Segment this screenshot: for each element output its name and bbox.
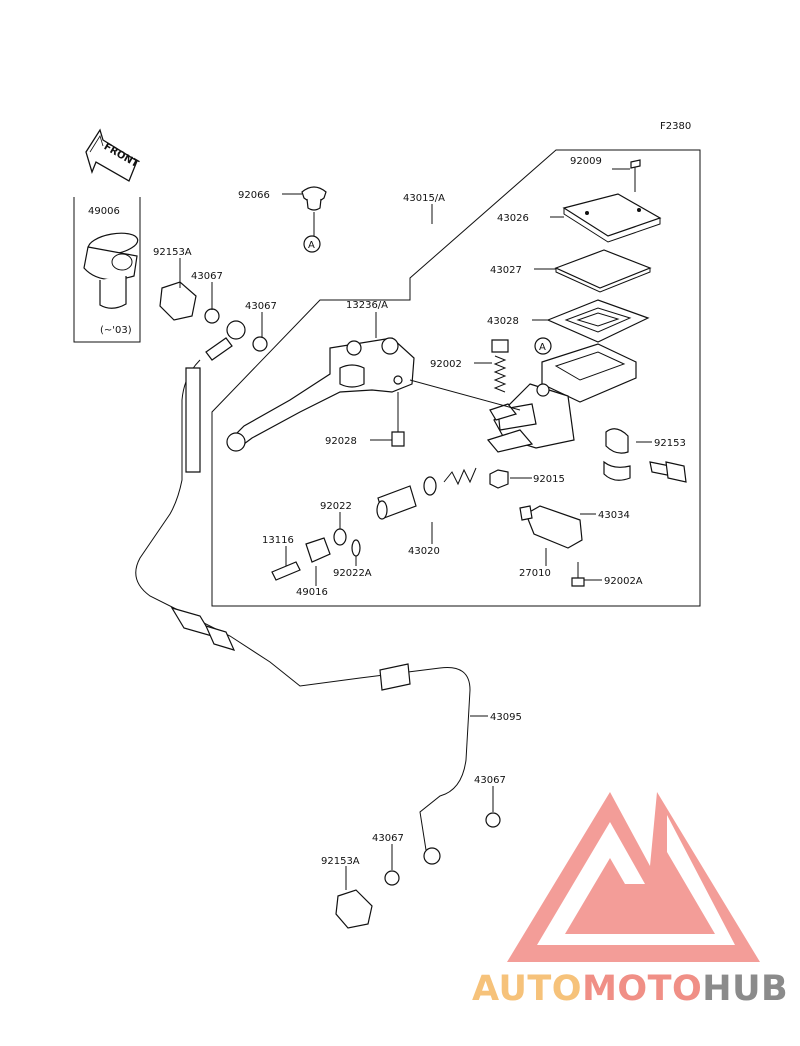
pivot-bolt — [491, 339, 509, 353]
piston-kit — [376, 467, 477, 520]
watermark-triangle-icon — [507, 792, 760, 962]
banjo-bolt-top — [159, 281, 197, 321]
nut — [489, 469, 509, 489]
part-label-92002: 92002 — [430, 359, 462, 370]
watermark-part-hub: HUB — [702, 969, 788, 1009]
watermark-part-auto: AUTO — [472, 969, 582, 1009]
push-rod-boot — [305, 537, 331, 563]
part-label-92028: 92028 — [325, 436, 357, 447]
part-label-43034: 43034 — [598, 510, 630, 521]
part-label-92022: 92022 — [320, 501, 352, 512]
part-label-43015a: 43015/A — [403, 193, 445, 204]
part-label-43028: 43028 — [487, 316, 519, 327]
part-label-92153: 92153 — [654, 438, 686, 449]
part-label-13236a: 13236/A — [346, 300, 388, 311]
part-label-13116: 13116 — [262, 535, 294, 546]
part-label-92022a: 92022A — [333, 568, 372, 579]
part-label-92009: 92009 — [570, 156, 602, 167]
part-labels: 92009 92066 43015/A 49006 43026 92153A 4… — [88, 156, 686, 867]
note-label: (~'03) — [100, 325, 132, 336]
part-label-43026: 43026 — [497, 213, 529, 224]
reservoir-cap — [562, 193, 662, 237]
part-label-43095: 43095 — [490, 712, 522, 723]
clutch-lever — [226, 337, 415, 452]
banjo-bolt-bottom — [335, 889, 373, 929]
part-label-92015: 92015 — [533, 474, 565, 485]
crush-washer — [204, 308, 220, 324]
part-label-92153a: 92153A — [153, 247, 192, 258]
part-label-43067: 43067 — [245, 301, 277, 312]
inset-box: (~'03) — [73, 197, 141, 343]
diaphragm-plate — [554, 249, 652, 289]
front-arrow: FRONT — [85, 128, 140, 182]
part-label-43020: 43020 — [408, 546, 440, 557]
cap-part: A — [301, 186, 327, 253]
assembly-frame — [211, 149, 701, 607]
washer — [333, 528, 347, 546]
part-label-92002a: 92002A — [604, 576, 643, 587]
push-rod — [271, 561, 301, 581]
part-label-43067: 43067 — [191, 271, 223, 282]
leader-lines — [179, 168, 652, 890]
part-label-49006: 49006 — [88, 206, 120, 217]
part-label-92066: 92066 — [238, 190, 270, 201]
watermark-text: AUTOMOTOHUB — [472, 969, 788, 1009]
part-label-49016: 49016 — [296, 587, 328, 598]
part-label-43027: 43027 — [490, 265, 522, 276]
clutch-switch — [519, 505, 583, 549]
screw-part — [630, 159, 641, 192]
clutch-hose — [135, 320, 471, 865]
figure-code: F2380 — [660, 121, 691, 132]
bushing — [391, 431, 405, 447]
diaphragm — [546, 299, 650, 343]
part-label-43067: 43067 — [474, 775, 506, 786]
part-label-92153a: 92153A — [321, 856, 360, 867]
watermark-part-moto: MOTO — [582, 969, 702, 1009]
ref-mark-b: A — [539, 342, 546, 353]
part-label-43067: 43067 — [372, 833, 404, 844]
ref-mark-a: A — [308, 240, 315, 251]
switch-screw — [571, 577, 585, 587]
part-label-27010: 27010 — [519, 568, 551, 579]
